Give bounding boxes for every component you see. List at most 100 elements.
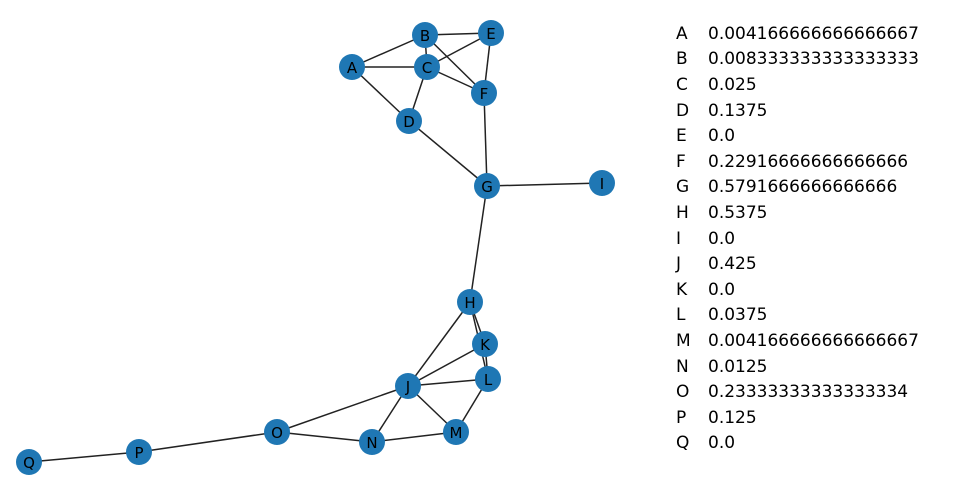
graph-node-circle[interactable] [395, 373, 421, 399]
graph-edge [407, 301, 471, 387]
graph-node-circle[interactable] [126, 439, 152, 465]
graph-node[interactable]: M [443, 419, 469, 445]
graph-node[interactable]: F [471, 80, 497, 106]
graph-node-circle[interactable] [589, 170, 615, 196]
value-row-number: 0.0 [708, 126, 736, 147]
value-row: B 0.008333333333333333 [660, 47, 975, 73]
graph-node-circle[interactable] [457, 289, 483, 315]
value-row-key: C [676, 74, 688, 95]
graph-node[interactable]: A [339, 54, 365, 80]
value-row-number: 0.5791666666666666 [708, 177, 898, 198]
graph-edge [407, 343, 486, 387]
graph-edge [28, 451, 140, 463]
graph-edge [371, 431, 457, 443]
value-row-key: K [676, 279, 688, 300]
graph-edge [407, 378, 489, 387]
value-row-key: H [676, 202, 689, 223]
value-row: A 0.004166666666666667 [660, 21, 975, 47]
graph-node-circle[interactable] [472, 331, 498, 357]
value-row-key: P [676, 407, 687, 428]
value-row-number: 0.0 [708, 279, 736, 300]
graph-node[interactable]: P [126, 439, 152, 465]
graph-edge [424, 34, 485, 94]
value-row: I 0.0 [660, 226, 975, 252]
graph-node[interactable]: J [395, 373, 421, 399]
value-row-key: D [676, 100, 690, 121]
graph-node-circle[interactable] [339, 54, 365, 80]
value-row-key: N [676, 356, 689, 377]
value-row-key: B [676, 49, 688, 70]
value-row-key: J [676, 254, 682, 275]
value-row-number: 0.125 [708, 407, 757, 428]
value-row-key: L [676, 305, 686, 326]
graph-edge [276, 385, 409, 433]
graph-node[interactable]: O [264, 419, 290, 445]
graph-node[interactable]: E [478, 20, 504, 46]
graph-node[interactable]: N [359, 429, 385, 455]
graph-node-circle[interactable] [475, 366, 501, 392]
graph-edge [486, 182, 603, 187]
network-graph-svg: A BC D E F G H I J KL M N O P Q [16, 20, 615, 475]
graph-edge [351, 34, 426, 68]
graph-node-circle[interactable] [359, 429, 385, 455]
graph-node-circle[interactable] [412, 22, 438, 48]
value-row: D 0.1375 [660, 98, 975, 124]
graph-node[interactable]: D [396, 108, 422, 134]
value-row-number: 0.22916666666666666 [708, 151, 909, 172]
graph-edge [483, 92, 488, 187]
value-row-key: A [676, 23, 688, 44]
graph-nodes-group: A BC D E F G H I J KL M N O P Q [16, 20, 615, 475]
graph-edges-group [28, 32, 603, 463]
value-row-number: 0.004166666666666667 [708, 23, 919, 44]
value-row-number: 0.23333333333333334 [708, 382, 909, 403]
graph-node-circle[interactable] [396, 108, 422, 134]
graph-node[interactable]: B [412, 22, 438, 48]
graph-node[interactable]: H [457, 289, 483, 315]
value-row-number: 0.008333333333333333 [708, 49, 919, 70]
graph-node[interactable]: L [475, 366, 501, 392]
value-row-number: 0.025 [708, 74, 757, 95]
value-row-number: 0.0375 [708, 305, 768, 326]
value-row-number: 0.0 [708, 228, 736, 249]
graph-node-circle[interactable] [443, 419, 469, 445]
value-row-key: Q [676, 433, 690, 454]
graph-edge [276, 431, 373, 443]
value-row-number: 0.1375 [708, 100, 768, 121]
value-row: K 0.0 [660, 277, 975, 303]
graph-node[interactable]: Q [16, 449, 42, 475]
graph-node-circle[interactable] [16, 449, 42, 475]
graph-node-circle[interactable] [478, 20, 504, 46]
graph-edge [138, 431, 278, 453]
value-row-key: F [676, 151, 686, 172]
value-row: L 0.0375 [660, 303, 975, 329]
value-row-key: I [676, 228, 682, 249]
value-row: E 0.0 [660, 123, 975, 149]
value-row-key: M [676, 330, 691, 351]
value-row-number: 0.0125 [708, 356, 768, 377]
graph-edge [351, 66, 410, 122]
value-row: M 0.004166666666666667 [660, 328, 975, 354]
graph-node[interactable]: C [414, 54, 440, 80]
graph-node-circle[interactable] [471, 80, 497, 106]
graph-node[interactable]: K [472, 331, 498, 357]
value-row: N 0.0125 [660, 354, 975, 380]
graph-node[interactable]: G [474, 173, 500, 199]
graph-node-circle[interactable] [414, 54, 440, 80]
value-row-key: E [676, 126, 687, 147]
value-row: C 0.025 [660, 72, 975, 98]
graph-edge [408, 120, 488, 187]
graph-node-circle[interactable] [474, 173, 500, 199]
value-row-key: G [676, 177, 690, 198]
value-row-number: 0.004166666666666667 [708, 330, 919, 351]
graph-node-circle[interactable] [264, 419, 290, 445]
graph-node[interactable]: I [589, 170, 615, 196]
value-row: F 0.22916666666666666 [660, 149, 975, 175]
value-row: G 0.5791666666666666 [660, 175, 975, 201]
